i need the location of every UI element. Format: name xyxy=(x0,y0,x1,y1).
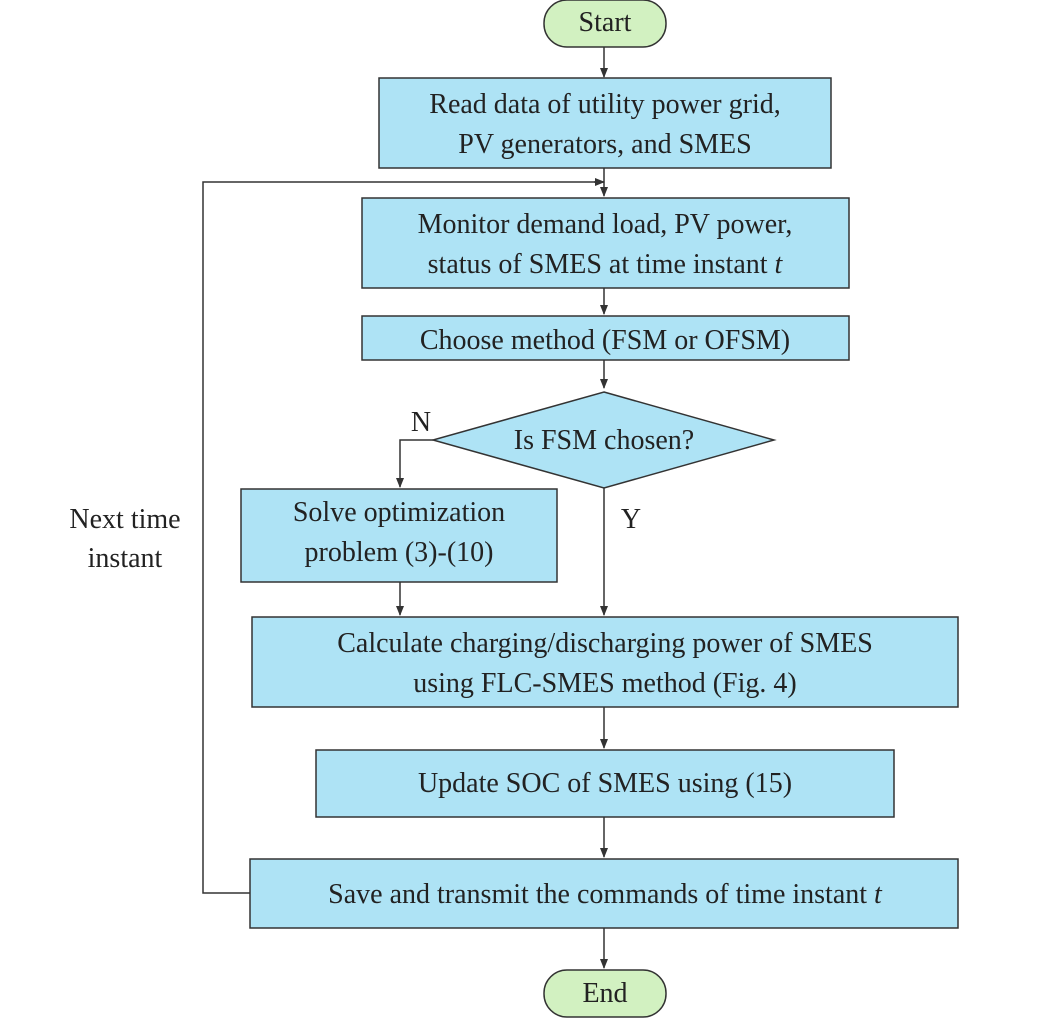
read-data-line2: PV generators, and SMES xyxy=(458,129,751,160)
connectors xyxy=(202,47,608,969)
solve-line2: problem (3)-(10) xyxy=(305,537,494,568)
loop-label: Next time instant xyxy=(69,504,180,574)
loop-back-line xyxy=(202,181,604,894)
solve-optimization-shape xyxy=(240,488,558,583)
choose-method-label: Choose method (FSM or OFSM) xyxy=(420,325,790,356)
calculate-shape xyxy=(251,616,959,708)
monitor-time-variable: t xyxy=(775,249,784,280)
save-transmit-box: Save and transmit the commands of time i… xyxy=(249,858,959,929)
save-time-variable: t xyxy=(874,879,883,910)
end-label: End xyxy=(582,978,627,1009)
start-shape xyxy=(543,0,667,48)
decision-question: Is FSM chosen? xyxy=(514,425,694,456)
update-soc-shape xyxy=(315,749,895,818)
choose-method-shape xyxy=(361,315,850,361)
save-transmit-text: Save and transmit the commands of time i… xyxy=(328,879,874,910)
decision-no-label: N xyxy=(411,407,431,438)
monitor-shape xyxy=(361,197,850,289)
decision-shape xyxy=(430,391,777,489)
calculate-line1: Calculate charging/discharging power of … xyxy=(337,628,873,659)
monitor-box: Monitor demand load, PV power, status of… xyxy=(361,197,850,289)
monitor-line1: Monitor demand load, PV power, xyxy=(418,209,793,240)
end-shape xyxy=(543,969,667,1018)
solve-optimization-box: Solve optimization problem (3)-(10) xyxy=(240,488,558,583)
save-transmit-shape xyxy=(249,858,959,929)
decision-yes-label: Y xyxy=(621,504,641,535)
calculate-line2: using FLC-SMES method (Fig. 4) xyxy=(413,668,796,699)
read-data-shape xyxy=(378,77,832,169)
save-transmit-label: Save and transmit the commands of time i… xyxy=(328,879,883,910)
solve-line1: Solve optimization xyxy=(293,497,505,528)
start-label: Start xyxy=(579,7,632,38)
loop-label-line1: Next time xyxy=(69,504,180,535)
decision-node: Is FSM chosen? N Y xyxy=(411,391,777,535)
monitor-line2-text: status of SMES at time instant xyxy=(428,249,775,280)
monitor-line2: status of SMES at time instant t xyxy=(428,249,784,280)
update-soc-label: Update SOC of SMES using (15) xyxy=(418,768,792,799)
arrow-decision-no-to-solve xyxy=(396,439,433,488)
read-data-box: Read data of utility power grid, PV gene… xyxy=(378,77,832,169)
start-terminal: Start xyxy=(543,0,667,48)
choose-method-box: Choose method (FSM or OFSM) xyxy=(361,315,850,361)
update-soc-box: Update SOC of SMES using (15) xyxy=(315,749,895,818)
calculate-box: Calculate charging/discharging power of … xyxy=(251,616,959,708)
loop-label-line2: instant xyxy=(88,543,163,574)
read-data-line1: Read data of utility power grid, xyxy=(429,89,780,120)
end-terminal: End xyxy=(543,969,667,1018)
